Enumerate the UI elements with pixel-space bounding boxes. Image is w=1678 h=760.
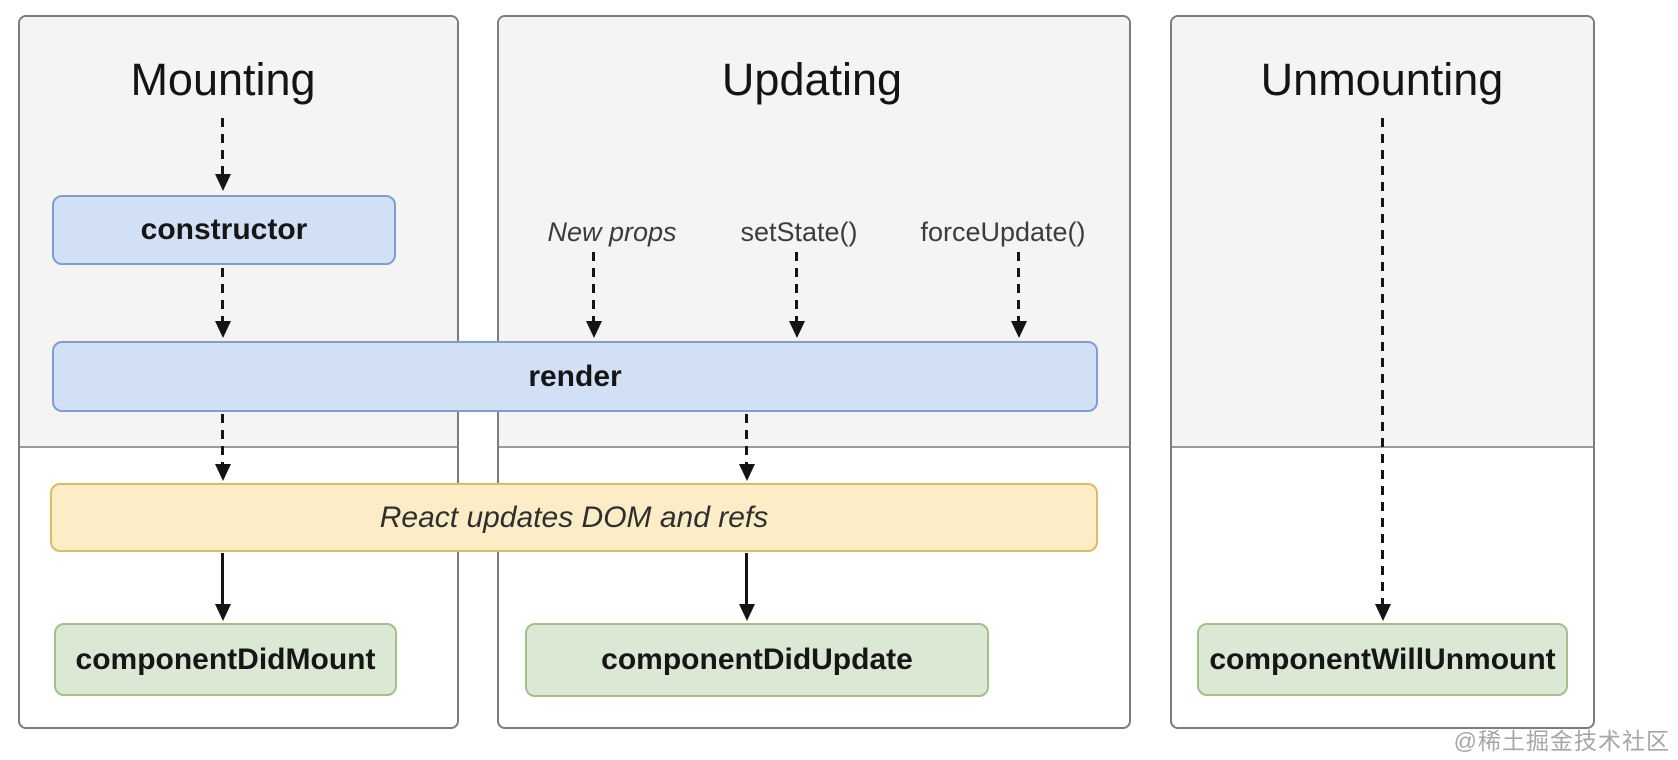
- new-props-label: New props: [547, 217, 677, 247]
- arrow-unmounting-to-will-unmount: [1375, 118, 1391, 621]
- arrowhead-icon: [739, 464, 755, 481]
- component-did-update-box: componentDidUpdate: [525, 623, 989, 697]
- arrow-new-props-to-render: [586, 252, 602, 338]
- mounting-title: Mounting: [130, 54, 316, 105]
- arrowhead-icon: [215, 604, 231, 621]
- force-update-label: forceUpdate(): [920, 217, 1086, 247]
- arrow-render-to-dom-update-mounting: [215, 414, 231, 481]
- arrow-set-state-to-render: [789, 252, 805, 338]
- unmounting-title: Unmounting: [1260, 54, 1504, 105]
- arrowhead-icon: [215, 321, 231, 338]
- arrowhead-icon: [215, 174, 231, 191]
- render-box: render: [52, 341, 1098, 412]
- arrowhead-icon: [586, 321, 602, 338]
- arrowhead-icon: [739, 604, 755, 621]
- arrowhead-icon: [789, 321, 805, 338]
- arrow-constructor-to-render: [215, 268, 231, 338]
- watermark: @稀土掘金技术社区: [1453, 728, 1670, 754]
- component-did-mount-box: componentDidMount: [54, 623, 397, 696]
- updating-title: Updating: [721, 54, 903, 105]
- arrow-force-update-to-render: [1011, 252, 1027, 338]
- arrow-render-to-dom-update-updating: [739, 414, 755, 481]
- set-state-label: setState(): [740, 217, 858, 247]
- arrow-dom-update-to-did-mount: [215, 553, 231, 621]
- arrowhead-icon: [1375, 604, 1391, 621]
- arrowhead-icon: [215, 464, 231, 481]
- constructor-box: constructor: [52, 195, 396, 265]
- arrow-mounting-to-constructor: [215, 118, 231, 191]
- arrow-dom-update-to-did-update: [739, 553, 755, 621]
- arrowhead-icon: [1011, 321, 1027, 338]
- react-updates-dom-box: React updates DOM and refs: [50, 483, 1098, 552]
- component-will-unmount-box: componentWillUnmount: [1197, 623, 1568, 696]
